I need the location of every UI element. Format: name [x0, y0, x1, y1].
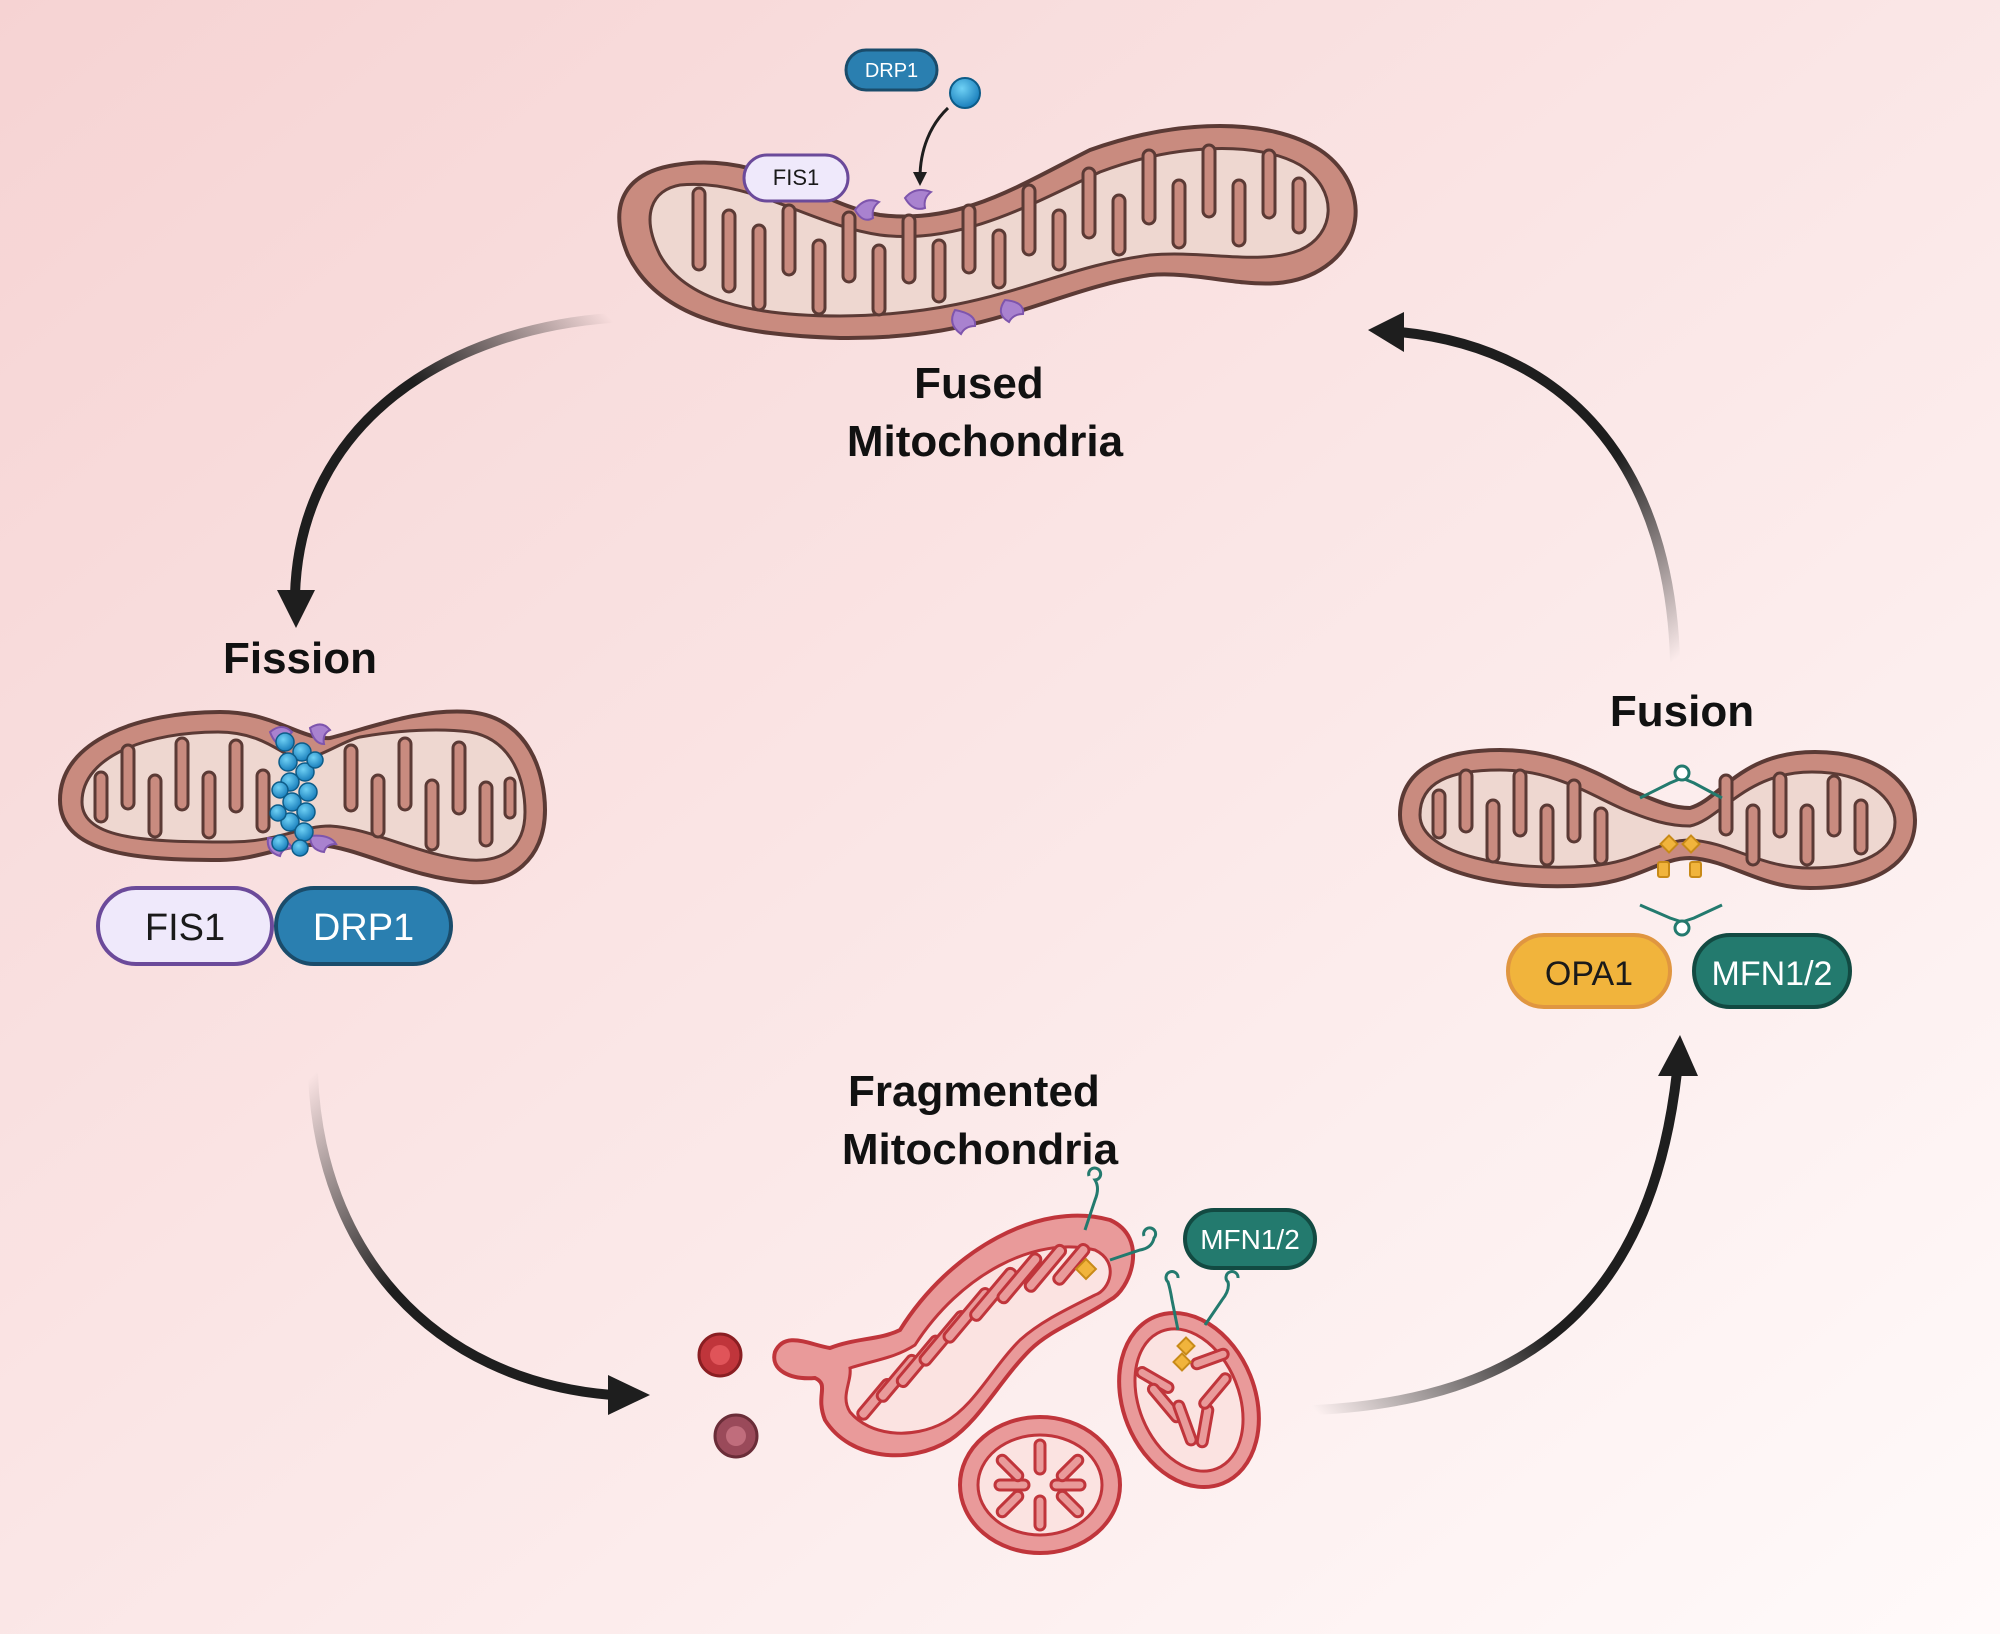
arrowhead-to-fission — [277, 590, 315, 628]
mitochondrion-cristae — [1133, 1327, 1245, 1473]
mitochondrion-cristae — [844, 1245, 1112, 1435]
fission-drp1-label: DRP1 — [313, 907, 414, 949]
fission-title: Fission — [223, 634, 377, 683]
opa1-protein-icon — [1172, 1352, 1192, 1372]
drp1-molecule-icon — [949, 77, 981, 109]
mfn-tether-icon — [1083, 1166, 1158, 1262]
fragmented-mfn-pill — [1183, 1208, 1317, 1270]
fused-drp1-label: DRP1 — [865, 60, 918, 82]
fusion-title: Fusion — [1610, 687, 1754, 736]
fused-title: Fused Mitochondria — [847, 359, 1124, 466]
fragmented-title-line1: Fragmented — [848, 1067, 1100, 1116]
mfn-tether-icon — [1639, 764, 1723, 937]
opa1-protein-icon — [1176, 1336, 1196, 1356]
cycle-arrow-icon — [290, 313, 615, 600]
fusion-opa1-pill — [1506, 933, 1672, 1009]
arrowhead-to-fused — [1368, 312, 1404, 352]
fusion-mfn-label: MFN1/2 — [1712, 955, 1833, 993]
fragmented-title-line2: Mitochondria — [842, 1125, 1119, 1174]
fission-mitochondrion: FIS1 DRP1 — [57, 709, 548, 966]
cycle-arrow-icon — [1310, 1067, 1682, 1415]
fusion-mitochondrion: OPA1 MFN1/2 — [1397, 747, 1918, 1009]
arrowhead-to-fusion — [1658, 1035, 1698, 1076]
fusion-opa1-label: OPA1 — [1545, 955, 1633, 993]
fis1-protein-icon — [853, 189, 1025, 336]
fused-title-line2: Mitochondria — [847, 417, 1124, 466]
fusion-mfn-pill — [1692, 933, 1852, 1009]
cycle-arrows — [277, 312, 1698, 1415]
fused-mitochondrion: DRP1 FIS1 — [617, 48, 1358, 341]
fragmented-title: Fragmented Mitochondria — [842, 1067, 1119, 1174]
cycle-arrow-icon — [1395, 327, 1680, 665]
drp1-molecule-icon — [269, 732, 324, 857]
fission-drp1-pill — [274, 886, 453, 966]
fused-drp1-pill — [844, 48, 939, 92]
opa1-protein-icon — [1657, 834, 1702, 878]
fused-fis1-label: FIS1 — [773, 165, 819, 190]
cycle-arrow-icon — [308, 1070, 617, 1400]
fragmented-mfn-label: MFN1/2 — [1200, 1224, 1300, 1255]
opa1-protein-icon — [1074, 1257, 1098, 1281]
fused-title-line1: Fused — [914, 359, 1044, 408]
mfn-tether-icon — [1164, 1270, 1240, 1331]
fragmented-mitochondria: MFN1/2 — [697, 1166, 1317, 1555]
fission-fis1-pill — [96, 886, 274, 966]
fission-fis1-label: FIS1 — [145, 907, 225, 949]
arrowhead-to-fragmented — [608, 1375, 650, 1415]
recruitment-arrow — [918, 106, 950, 179]
fused-fis1-pill — [742, 153, 850, 203]
